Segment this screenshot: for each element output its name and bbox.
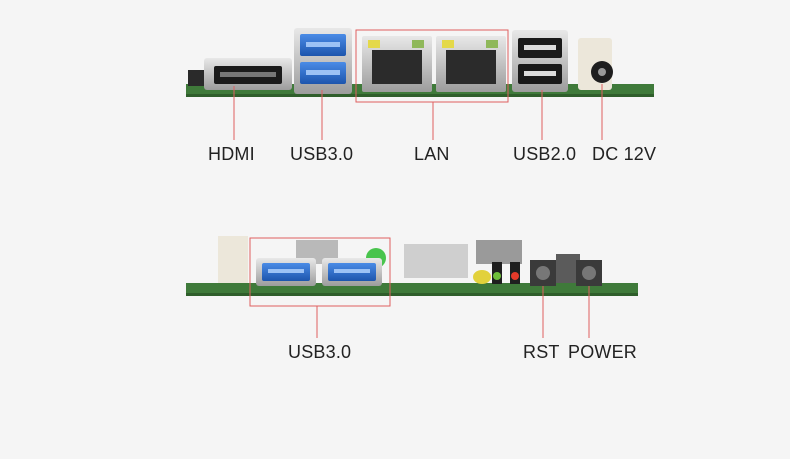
top-callout-lines	[233, 84, 603, 140]
rst-button-icon	[530, 260, 556, 286]
usb3-stacked-port-icon	[294, 28, 352, 94]
dc-jack-icon	[578, 38, 613, 90]
lan-ports-icon	[362, 36, 506, 92]
bottom-callout-lines	[316, 286, 590, 338]
hdmi-port-icon	[188, 58, 292, 90]
usb2-label: USB2.0	[513, 144, 577, 164]
bottom-pcb	[186, 283, 638, 296]
usb3-bottom-label: USB3.0	[288, 342, 352, 362]
top-board	[186, 28, 654, 140]
status-leds-icon	[473, 262, 520, 284]
usb2-stacked-port-icon	[512, 30, 568, 92]
bottom-board	[186, 236, 638, 338]
lan-highlight-box	[355, 29, 509, 103]
power-button-icon	[576, 260, 602, 286]
usb3-dual-port-icon	[256, 258, 382, 286]
usb3-highlight-box	[249, 237, 391, 307]
power-label: POWER	[568, 342, 638, 362]
rst-label: RST	[523, 342, 560, 362]
usb3-top-label: USB3.0	[290, 144, 354, 164]
lan-label: LAN	[414, 144, 450, 164]
dc-label: DC 12V	[592, 144, 657, 164]
hdmi-label: HDMI	[208, 144, 255, 164]
